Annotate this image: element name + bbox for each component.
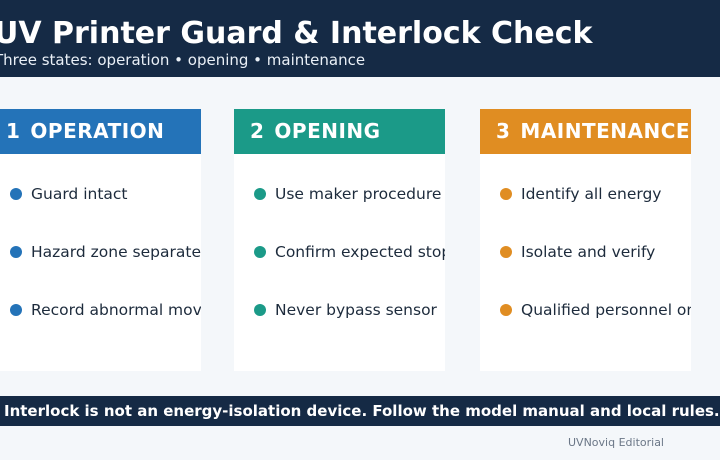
bullet-dot-icon xyxy=(10,188,22,200)
bullet-dot-icon xyxy=(500,304,512,316)
card-opening: 2 OPENING Use maker procedure Confirm exp… xyxy=(234,109,445,371)
card-header-opening: 2 OPENING xyxy=(234,109,445,154)
list-item-label: Guard intact xyxy=(31,185,128,203)
bullet-dot-icon xyxy=(10,304,22,316)
card-title-operation: 1 OPERATION xyxy=(6,119,164,143)
footer-warning-bar: Interlock is not an energy-isolation dev… xyxy=(0,396,720,426)
card-number: 1 xyxy=(6,119,21,143)
bullet-dot-icon xyxy=(254,246,266,258)
page-subtitle: Three states: operation • opening • main… xyxy=(0,51,366,69)
bullet-dot-icon xyxy=(254,304,266,316)
card-label: OPENING xyxy=(274,119,381,143)
card-header-maintenance: 3 MAINTENANCE xyxy=(480,109,691,154)
list-item: Isolate and verify xyxy=(500,242,655,262)
card-maintenance: 3 MAINTENANCE Identify all energy Isolate… xyxy=(480,109,691,371)
list-item-label: Confirm expected stop xyxy=(275,243,445,261)
card-title-opening: 2 OPENING xyxy=(250,119,381,143)
list-item-label: Record abnormal movement xyxy=(31,301,201,319)
card-label: OPERATION xyxy=(30,119,165,143)
card-label: MAINTENANCE xyxy=(520,119,691,143)
list-item-label: Hazard zone separated xyxy=(31,243,201,261)
bullet-dot-icon xyxy=(500,246,512,258)
card-header-operation: 1 OPERATION xyxy=(0,109,201,154)
list-item-label: Identify all energy xyxy=(521,185,662,203)
page-title: UV Printer Guard & Interlock Check xyxy=(0,16,593,51)
list-item: Confirm expected stop xyxy=(254,242,445,262)
bullet-dot-icon xyxy=(500,188,512,200)
list-item: Guard intact xyxy=(10,184,128,204)
bullet-dot-icon xyxy=(10,246,22,258)
bullet-dot-icon xyxy=(254,188,266,200)
list-item-label: Use maker procedure xyxy=(275,185,442,203)
list-item: Hazard zone separated xyxy=(10,242,201,262)
list-item: Qualified personnel only xyxy=(500,300,691,320)
card-number: 3 xyxy=(496,119,511,143)
list-item: Never bypass sensor xyxy=(254,300,437,320)
list-item-label: Isolate and verify xyxy=(521,243,656,261)
card-number: 2 xyxy=(250,119,265,143)
footer-warning-text: Interlock is not an energy-isolation dev… xyxy=(4,402,720,420)
header-banner: UV Printer Guard & Interlock Check Three… xyxy=(0,0,720,77)
list-item: Use maker procedure xyxy=(254,184,441,204)
list-item: Record abnormal movement xyxy=(10,300,201,320)
list-item: Identify all energy xyxy=(500,184,661,204)
card-operation: 1 OPERATION Guard intact Hazard zone sepa… xyxy=(0,109,201,371)
list-item-label: Never bypass sensor xyxy=(275,301,437,319)
credit-text: UVNoviq Editorial xyxy=(568,436,664,449)
card-title-maintenance: 3 MAINTENANCE xyxy=(496,119,690,143)
list-item-label: Qualified personnel only xyxy=(521,301,691,319)
